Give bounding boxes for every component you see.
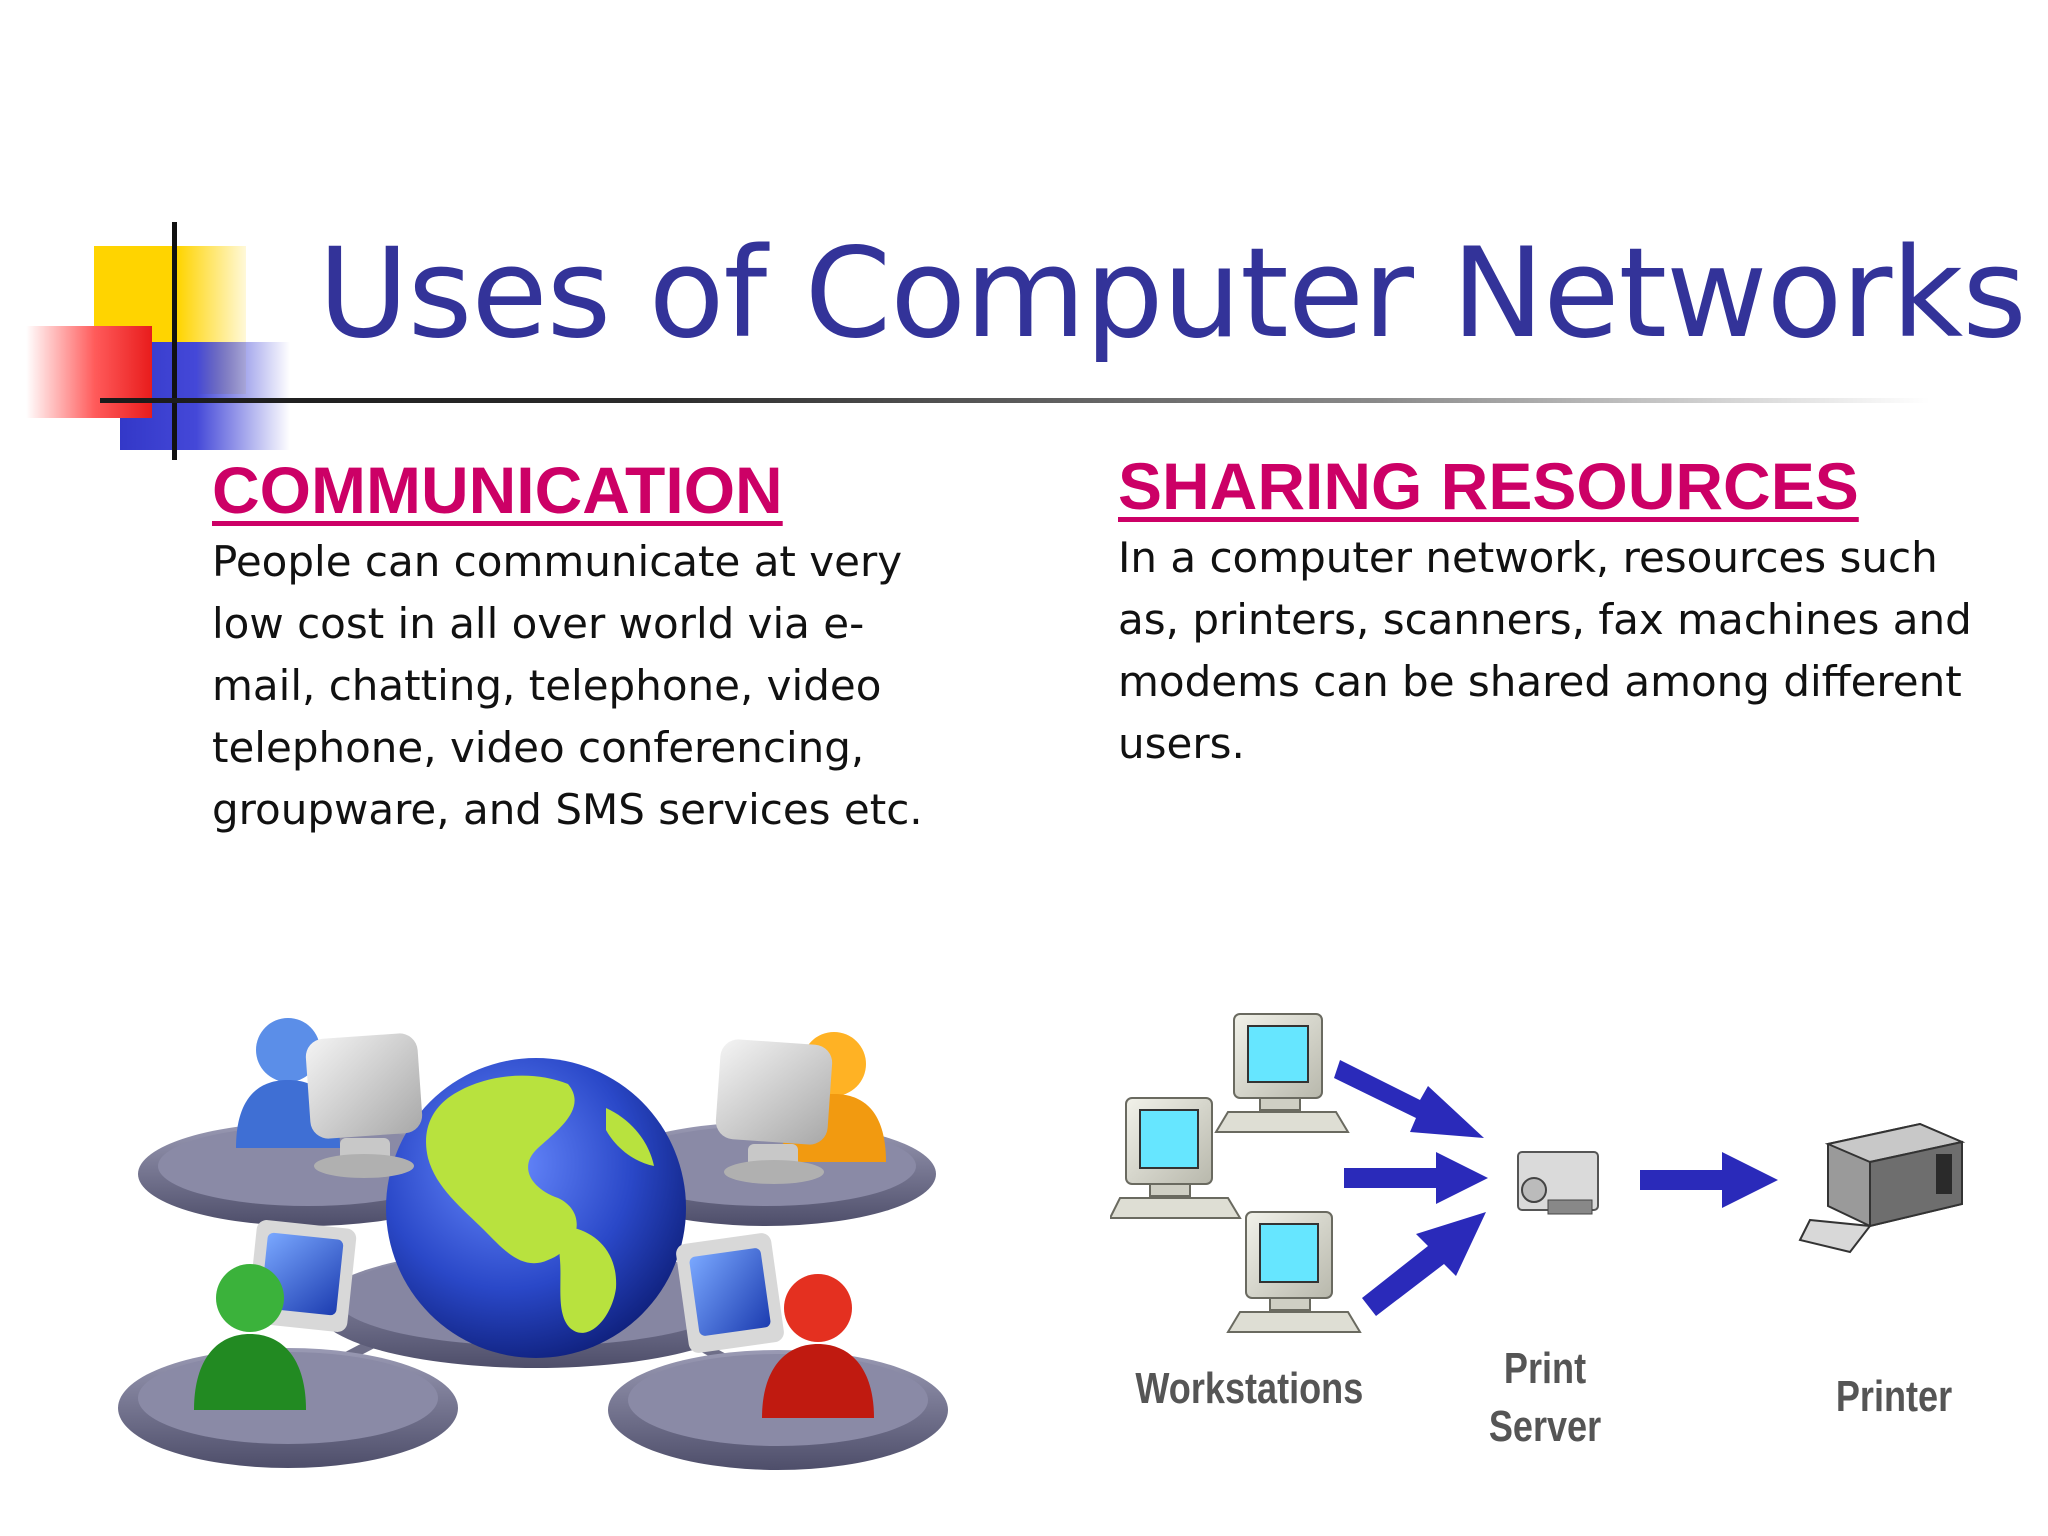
workstation-icon [1214,1013,1350,1133]
printer-label: Printer [1835,1372,1953,1421]
communication-line: People can communicate at very [212,537,903,586]
sharing-line: In a computer network, resources such [1118,533,1938,582]
communication-line: low cost in all over world via e- [212,599,865,648]
sharing-line: as, printers, scanners, fax machines and [1118,595,1972,644]
arrow-icon [1640,1152,1778,1208]
communication-body: People can communicate at very low cost … [212,531,932,841]
sharing-line: users. [1118,719,1245,768]
workstation-icon [1226,1211,1362,1333]
decor-vertical-line [172,222,177,460]
decor-red-square [26,326,152,418]
print-sharing-diagram [1110,1013,1966,1333]
print-server-label: Print Server [1467,1340,1623,1456]
printer-icon [1798,1122,1966,1254]
sharing-line: modems can be shared among different [1118,657,1962,706]
title-underline-rule [100,398,1930,403]
slide-title: Uses of Computer Networks [318,222,2027,366]
workstation-icon [1110,1097,1242,1219]
communication-line: groupware, and SMS services etc. [212,785,923,834]
network-globe-users-icon [118,1018,948,1470]
print-server-icon [1517,1151,1599,1215]
print-server-label-line: Print [1503,1344,1587,1393]
communication-heading: COMMUNICATION [212,453,783,527]
communication-line: mail, chatting, telephone, video [212,661,882,710]
sharing-resources-body: In a computer network, resources such as… [1118,527,1978,775]
communication-line: telephone, video conferencing, [212,723,865,772]
workstations-label: Workstations [1135,1364,1364,1413]
sharing-resources-heading: SHARING RESOURCES [1118,449,1859,523]
print-server-label-line: Server [1488,1402,1602,1451]
